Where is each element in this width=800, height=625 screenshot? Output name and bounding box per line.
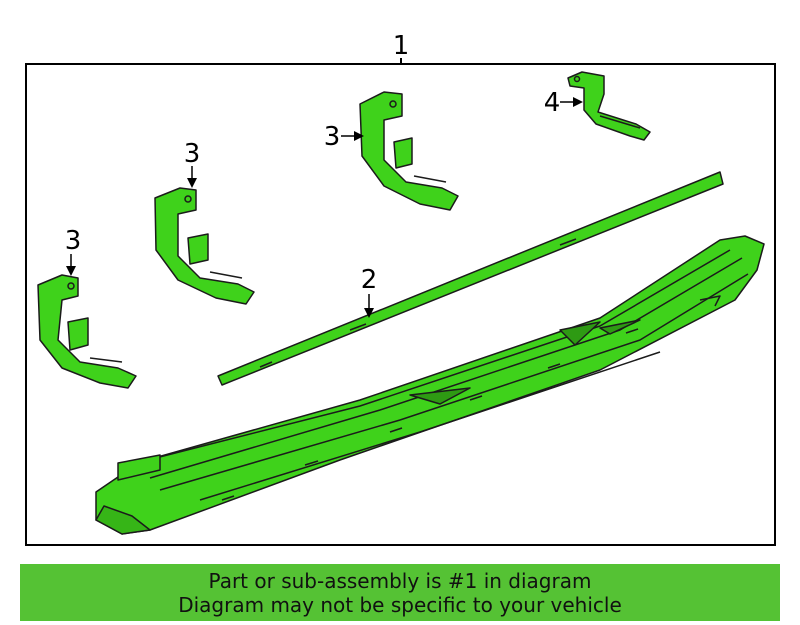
- callout-3-middle-arrow: [187, 178, 197, 188]
- callout-2: 2: [361, 265, 378, 295]
- banner-line-2: Diagram may not be specific to your vehi…: [178, 592, 622, 617]
- parts-diagram: 1 2 3: [25, 31, 776, 546]
- callout-4-arrow: [573, 97, 583, 107]
- bracket-small: [567, 71, 651, 141]
- running-board: [95, 235, 765, 535]
- bracket-left: [37, 274, 137, 389]
- molding-strip: [217, 171, 724, 386]
- callout-4: 4: [544, 88, 561, 118]
- callout-2-arrow: [364, 308, 374, 318]
- bracket-middle: [154, 187, 255, 305]
- info-banner: Part or sub-assembly is #1 in diagram Di…: [20, 564, 780, 621]
- callout-3-right: 3: [324, 122, 341, 152]
- callout-3-middle: 3: [184, 139, 201, 169]
- callout-1: 1: [393, 31, 410, 61]
- callout-3-right-arrow: [354, 131, 364, 141]
- bracket-right: [359, 91, 459, 211]
- banner-line-1: Part or sub-assembly is #1 in diagram: [208, 568, 592, 593]
- callout-3-left-arrow: [66, 266, 76, 276]
- callout-3-left: 3: [65, 226, 82, 256]
